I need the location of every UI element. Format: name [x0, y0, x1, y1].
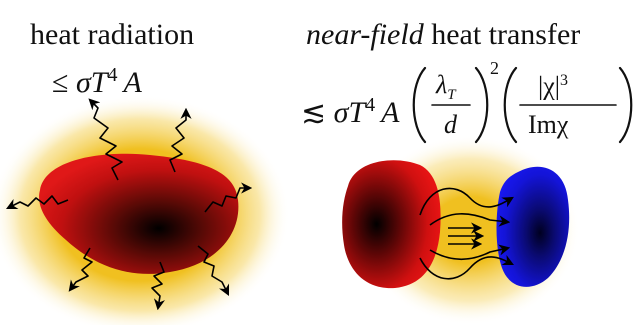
lambda-subscript: T [447, 87, 455, 103]
exponent-4: 4 [365, 94, 375, 116]
im-chi-text: Imχ [528, 110, 568, 139]
hot-body [342, 160, 440, 288]
paren-left-2 [505, 68, 516, 142]
temperature-symbol: T [348, 96, 365, 129]
wavelength-numerator: λT [436, 68, 456, 112]
paren-right-2 [620, 68, 631, 142]
paren-left-1 [414, 68, 425, 142]
distance-symbol: d [444, 110, 457, 139]
area-symbol: A [381, 96, 399, 129]
squared-exponent: 2 [490, 58, 499, 79]
susceptibility-numerator: |χ|3 [538, 64, 568, 104]
sigma-symbol: σ [334, 96, 349, 129]
paren-right-1 [476, 68, 487, 142]
distance-denominator: d [444, 108, 457, 142]
lambda-symbol: λ [436, 70, 447, 99]
imaginary-denominator: Imχ [528, 108, 568, 142]
relation-symbol: ≲ [301, 96, 326, 129]
abs-chi-text: |χ| [538, 72, 560, 101]
cube-exponent: 3 [560, 72, 568, 89]
